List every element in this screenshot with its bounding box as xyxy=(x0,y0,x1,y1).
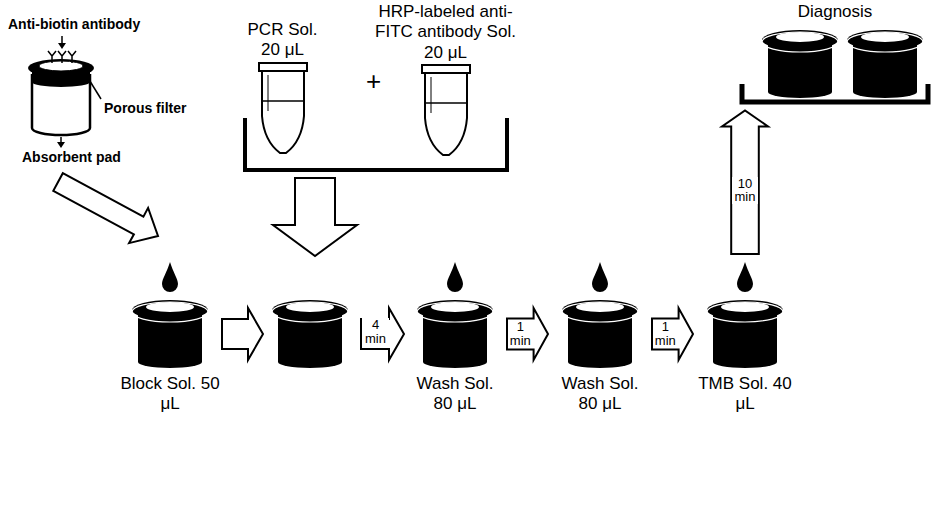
hollow-arrow xyxy=(273,178,357,256)
hollow-arrow xyxy=(722,110,768,254)
hollow-arrow xyxy=(361,308,404,360)
device-drawing xyxy=(730,22,940,106)
device-drawing xyxy=(550,258,650,370)
diagnosis-group: Diagnosis xyxy=(730,2,940,106)
node-label: TMB Sol. 40 μL xyxy=(695,374,795,415)
arrow-outline xyxy=(722,110,768,254)
hollow-arrow xyxy=(507,308,548,360)
time-label: 4 min xyxy=(362,318,389,345)
part-label: Anti-biotin antibody xyxy=(8,16,140,32)
time-label: 1 min xyxy=(653,320,677,347)
device-cylinder xyxy=(272,300,348,368)
part-label: Absorbent pad xyxy=(22,149,121,165)
arrow-outline xyxy=(652,308,693,360)
node-label: Block Sol. 50 μL xyxy=(120,374,220,415)
device-drawing xyxy=(695,258,795,370)
node-label: PCR Sol. 20 μL xyxy=(240,20,325,61)
device-illustration xyxy=(28,36,101,148)
time-label: 10 min xyxy=(732,177,758,204)
assay-device: Block Sol. 50 μL xyxy=(120,258,220,415)
node-label: Wash Sol. 80 μL xyxy=(550,374,650,415)
tube-drawing xyxy=(421,63,471,158)
node-label: HRP-labeled anti-FITC antibody Sol. 20 μ… xyxy=(371,2,521,63)
tube-drawing xyxy=(258,61,308,156)
device-drawing xyxy=(405,258,505,370)
plus-sign: + xyxy=(366,66,381,97)
hollow-arrow xyxy=(222,308,263,360)
time-label: 1 min xyxy=(508,320,532,347)
sample-tube: HRP-labeled anti-FITC antibody Sol. 20 μ… xyxy=(368,2,523,158)
assay-device: Wash Sol. 80 μL xyxy=(550,258,650,415)
part-label: Porous filter xyxy=(104,100,186,116)
assay-device: Wash Sol. 80 μL xyxy=(405,258,505,415)
node-label: Wash Sol. 80 μL xyxy=(405,374,505,415)
hollow-arrow xyxy=(53,173,158,243)
sample-tube: PCR Sol. 20 μL xyxy=(240,20,325,156)
assay-device: TMB Sol. 40 μL xyxy=(695,258,795,415)
device-drawing xyxy=(120,258,220,370)
node-label: Diagnosis xyxy=(735,2,935,22)
hollow-arrow xyxy=(652,308,693,360)
arrow-outline xyxy=(507,308,548,360)
